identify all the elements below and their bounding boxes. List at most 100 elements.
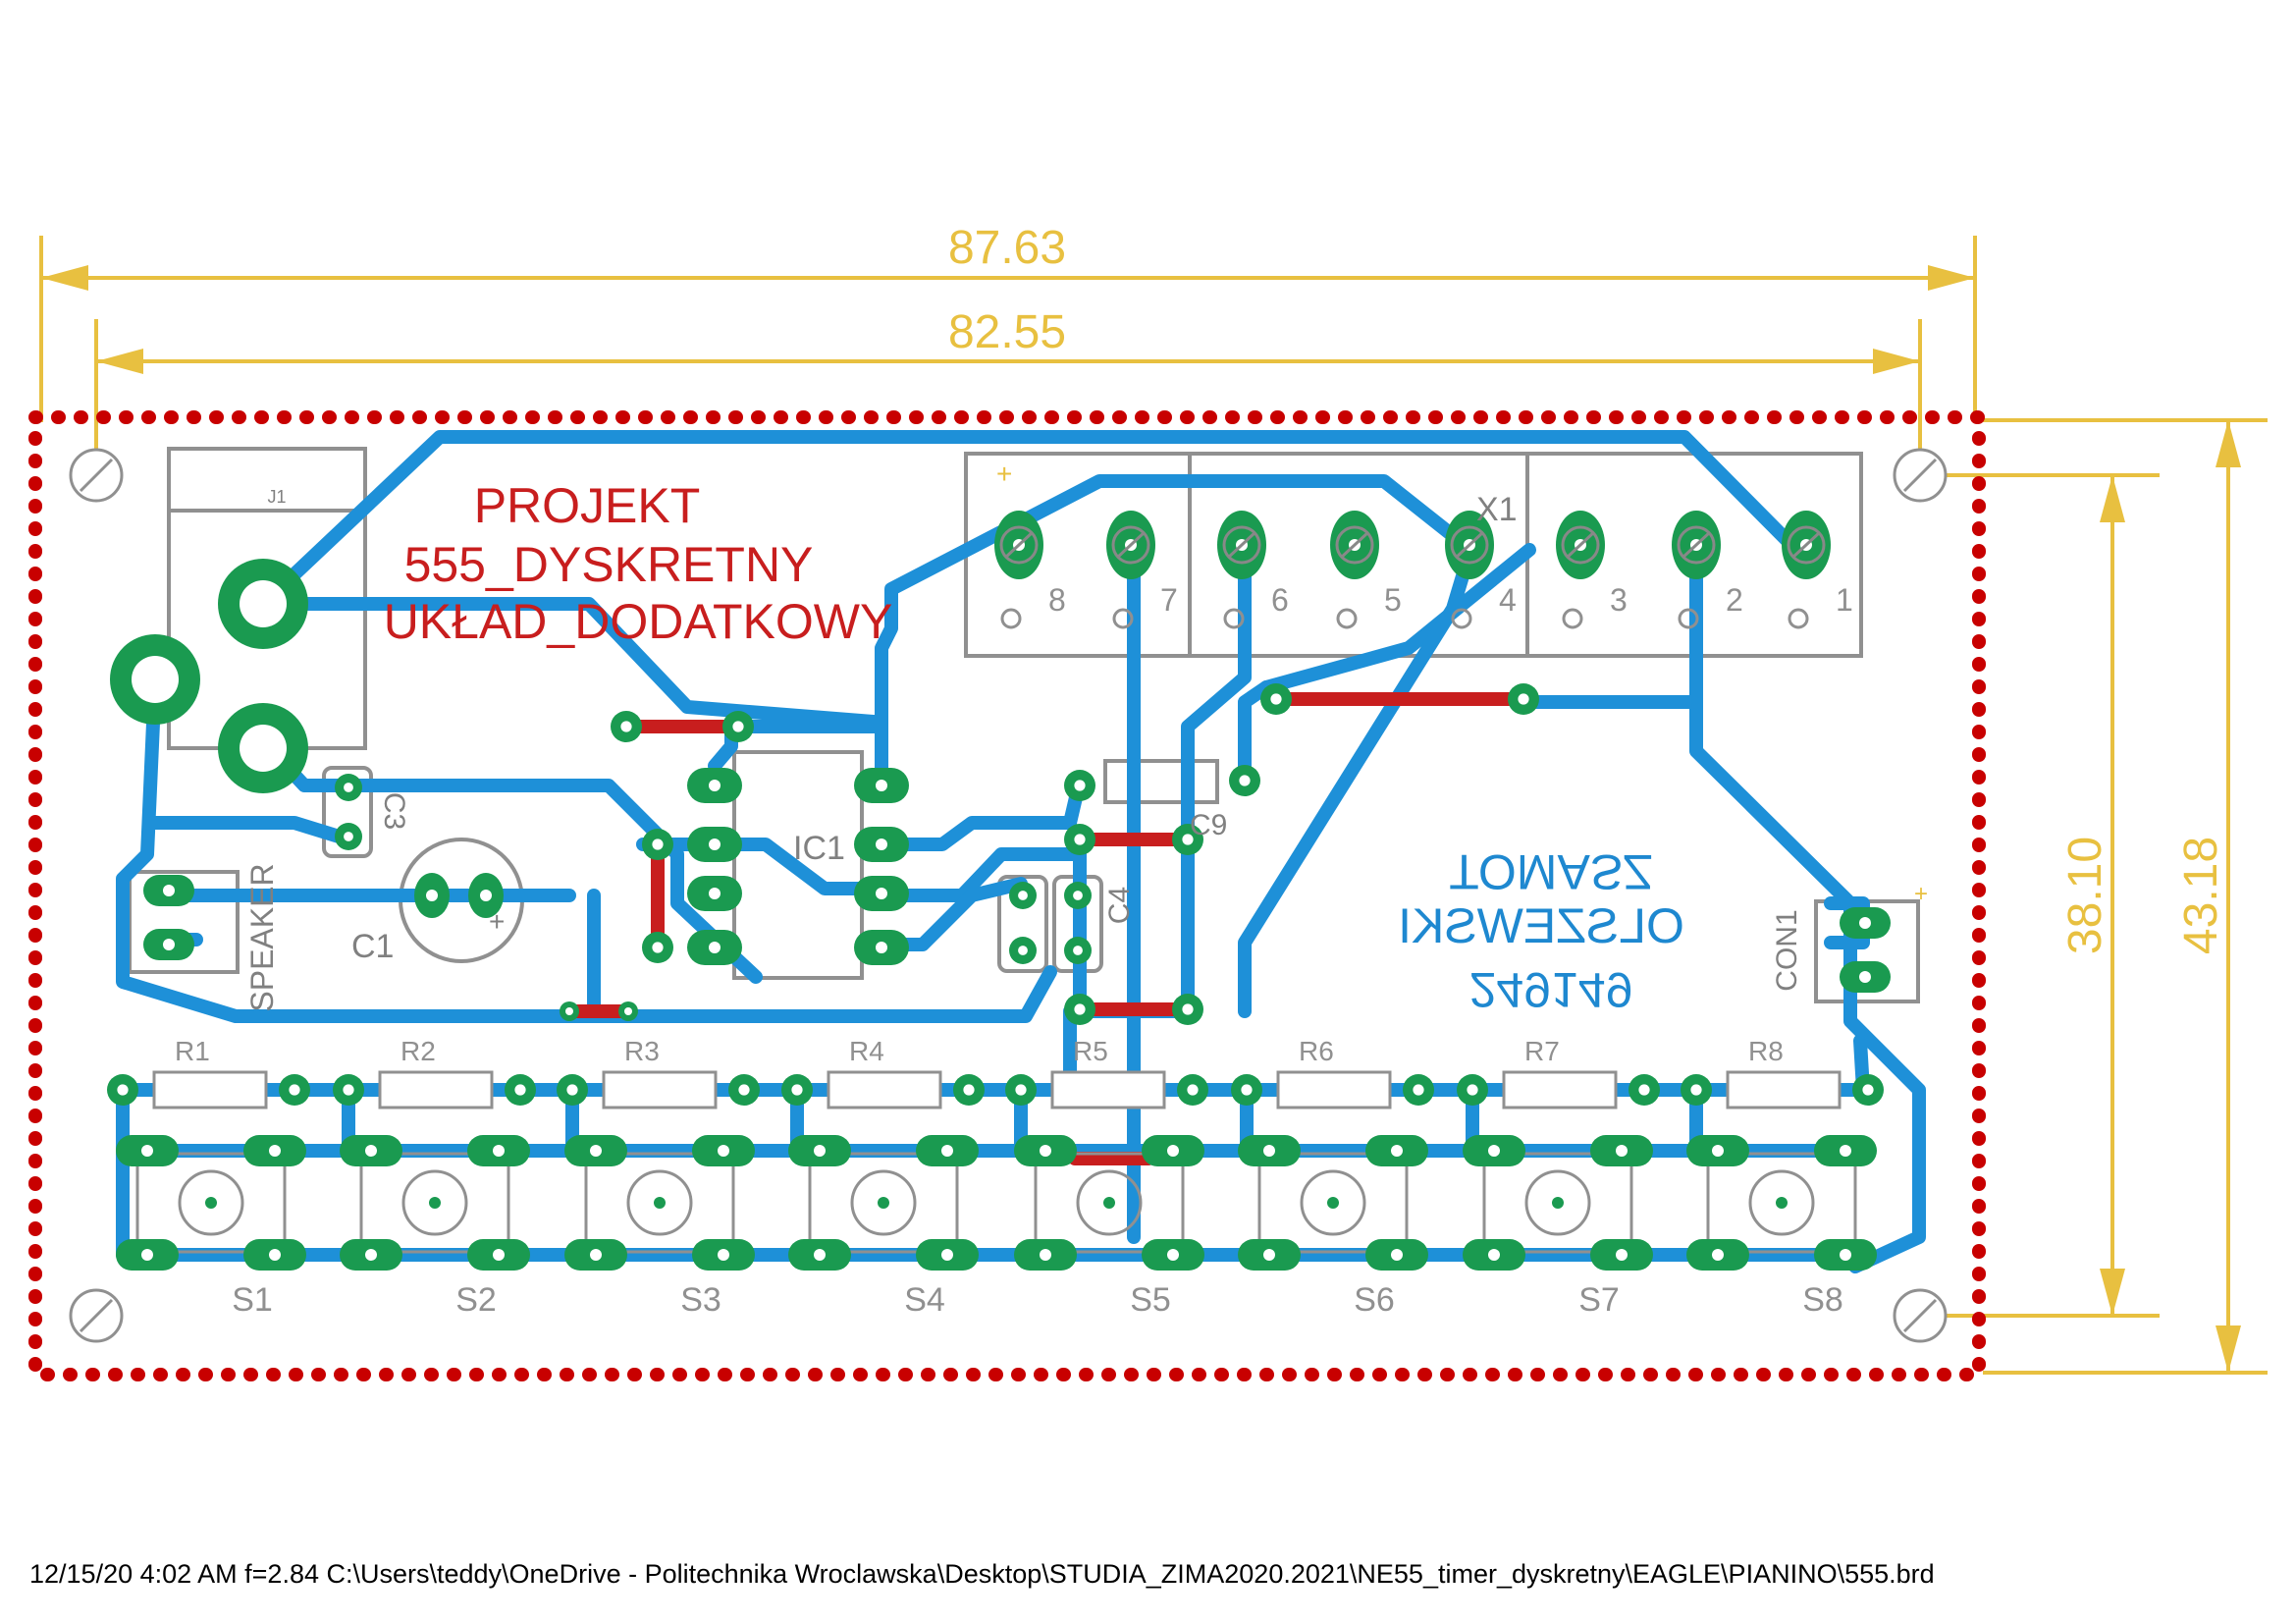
resistor-pad-drill — [1187, 1084, 1199, 1096]
terminal-hole — [1112, 608, 1134, 629]
switch-button-icon — [1076, 1169, 1143, 1236]
switch-pad-drill — [1488, 1145, 1500, 1157]
switch-pad-drill — [1712, 1145, 1724, 1157]
switch-outline — [1706, 1152, 1857, 1254]
switch-pad-drill — [365, 1249, 377, 1261]
resistor-label: R4 — [849, 1036, 884, 1066]
switch-center — [1552, 1197, 1564, 1209]
mounting-holes — [69, 448, 1948, 1343]
via-pad-drill — [1182, 1003, 1194, 1015]
label-con1: CON1 — [1771, 909, 1803, 991]
resistor-label: R3 — [624, 1036, 660, 1066]
terminal-screw-slot — [1003, 530, 1035, 560]
terminal-screw-slot — [1565, 530, 1596, 560]
switch-label: S1 — [232, 1281, 273, 1319]
resistor-pad-drill — [1862, 1084, 1874, 1096]
switch-pad-drill — [365, 1145, 377, 1157]
switch-button-icon — [1300, 1169, 1366, 1236]
c1-pad-drill — [480, 890, 492, 901]
switch-pad-drill — [814, 1249, 826, 1261]
switch-pad-drill — [1712, 1249, 1724, 1261]
resistor-body — [1726, 1070, 1842, 1109]
switch-pad-drill — [941, 1249, 953, 1261]
terminal-pin-label: 2 — [1726, 582, 1743, 618]
label-c9: C9 — [1190, 809, 1227, 841]
c4-pad-drill — [1018, 891, 1028, 900]
switch-pad-drill — [141, 1249, 153, 1261]
switch-pad-drill — [269, 1145, 281, 1157]
resistor-pad-drill — [1413, 1084, 1424, 1096]
author-line-3: 249149 — [1469, 962, 1633, 1017]
c4-pad-drill — [1073, 946, 1083, 955]
terminal-screw-icon — [1787, 525, 1826, 565]
ic-pad-drill — [876, 780, 887, 791]
switch-outline — [135, 1152, 287, 1254]
con1-pad-drill — [1859, 917, 1871, 929]
via-pad-drill — [1074, 834, 1086, 845]
via-pad-drill — [1182, 834, 1194, 845]
dimension-width-inner: 82.55 — [948, 306, 1066, 358]
via-pad-drill — [652, 839, 664, 850]
via-pad-drill — [1239, 775, 1251, 786]
switch-button-icon — [401, 1169, 468, 1236]
terminal-pin-label: 6 — [1271, 582, 1289, 618]
switch-pad-drill — [1488, 1249, 1500, 1261]
dimension-lines — [39, 236, 2268, 1375]
switch-button-icon — [626, 1169, 693, 1236]
switch-center — [654, 1197, 666, 1209]
resistor-pad-drill — [117, 1084, 129, 1096]
switch-label: S2 — [455, 1281, 497, 1319]
resistor-pad-drill — [1241, 1084, 1253, 1096]
switch-pad-drill — [590, 1249, 602, 1261]
switch-pad-drill — [1616, 1249, 1628, 1261]
switch-pad-drill — [814, 1145, 826, 1157]
switch-pad-drill — [1616, 1145, 1628, 1157]
project-line-2: 555_DYSKRETNY — [404, 537, 814, 592]
switch-center — [429, 1197, 441, 1209]
switch-label: S3 — [680, 1281, 721, 1319]
resistor-body — [602, 1070, 718, 1109]
resistor-body — [152, 1070, 268, 1109]
terminal-hole — [1000, 608, 1022, 629]
author-line-2: OLSZEWSKI — [1398, 898, 1684, 953]
resistor-body — [1276, 1070, 1392, 1109]
file-path-footer: 12/15/20 4:02 AM f=2.84 C:\Users\teddy\O… — [29, 1559, 1935, 1589]
terminal-screw-slot — [1339, 530, 1370, 560]
switch-pad-drill — [1391, 1249, 1403, 1261]
dimension-width-outer: 87.63 — [948, 222, 1066, 274]
resistor-pad-drill — [791, 1084, 803, 1096]
resistor-label: R2 — [400, 1036, 436, 1066]
ic-pad-drill — [876, 942, 887, 953]
board-outline — [28, 410, 1986, 1381]
via-pad-drill — [1270, 693, 1282, 705]
terminal-screw-slot — [1681, 530, 1712, 560]
label-c4: C4 — [1103, 887, 1136, 924]
via-pad-drill — [732, 721, 744, 732]
resistor-body — [1050, 1070, 1166, 1109]
label-x1-plus: + — [996, 459, 1012, 489]
ic-pad-drill — [709, 942, 721, 953]
terminal-hole — [1562, 608, 1583, 629]
switch-pad-drill — [1391, 1145, 1403, 1157]
switch-pad-drill — [1167, 1145, 1179, 1157]
switch-center — [878, 1197, 889, 1209]
switch-outline — [1034, 1152, 1185, 1254]
c4-pad-drill — [1073, 891, 1083, 900]
switch-outline — [359, 1152, 510, 1254]
resistor-pad-drill — [963, 1084, 975, 1096]
via-pad-drill — [1074, 1003, 1086, 1015]
switch-pad-drill — [941, 1145, 953, 1157]
small-pad-drill — [565, 1007, 573, 1015]
switch-label: S7 — [1578, 1281, 1620, 1319]
resistor-pad-drill — [1467, 1084, 1478, 1096]
switch-pad-drill — [718, 1249, 729, 1261]
terminal-screw-icon — [1450, 525, 1489, 565]
c4-pad-drill — [1018, 946, 1028, 955]
terminal-screw-slot — [1454, 530, 1485, 560]
terminal-hole — [1788, 608, 1809, 629]
project-line-1: PROJEKT — [474, 478, 701, 533]
resistor-body — [1502, 1070, 1618, 1109]
